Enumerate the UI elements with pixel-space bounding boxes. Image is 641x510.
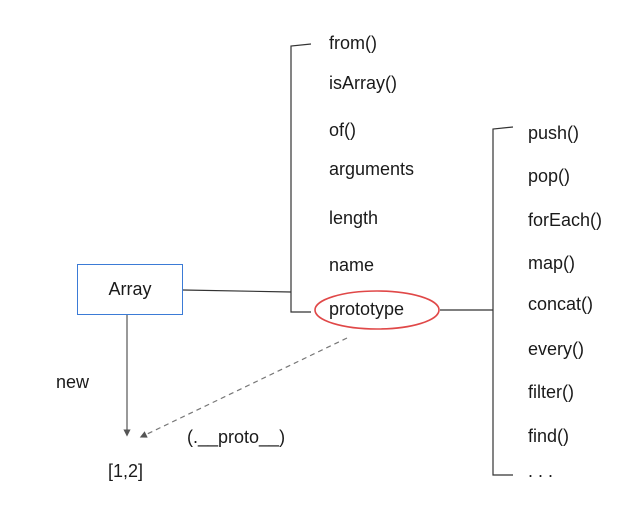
member-from: from() — [329, 33, 377, 53]
method-concat: concat() — [528, 294, 594, 314]
static-members-bracket — [290, 43, 312, 313]
array-to-members-connector — [182, 289, 292, 293]
proto-dashed-arrow — [139, 337, 348, 438]
prototype-highlight-ellipse — [314, 290, 440, 330]
prototype-methods-bracket — [492, 126, 514, 476]
array-node: Array — [77, 264, 183, 315]
method-filter: filter() — [528, 382, 574, 402]
method-pop: pop() — [528, 166, 571, 186]
method-push: push() — [528, 123, 580, 143]
new-label: new — [56, 372, 90, 392]
method-map: map() — [528, 253, 576, 273]
member-prototype: prototype — [329, 299, 405, 319]
proto-label: (.__proto__) — [187, 427, 286, 447]
member-isarray: isArray() — [329, 73, 397, 93]
array-node-label: Array — [108, 279, 152, 299]
member-name: name — [329, 255, 375, 275]
member-of: of() — [329, 120, 356, 140]
method-foreach: forEach() — [528, 210, 603, 230]
instance-value-label: [1,2] — [108, 461, 144, 481]
method-every: every() — [528, 339, 585, 359]
member-arguments: arguments — [329, 159, 415, 179]
member-length: length — [329, 208, 379, 228]
method-ellipsis: . . . — [528, 461, 554, 481]
method-find: find() — [528, 426, 570, 446]
